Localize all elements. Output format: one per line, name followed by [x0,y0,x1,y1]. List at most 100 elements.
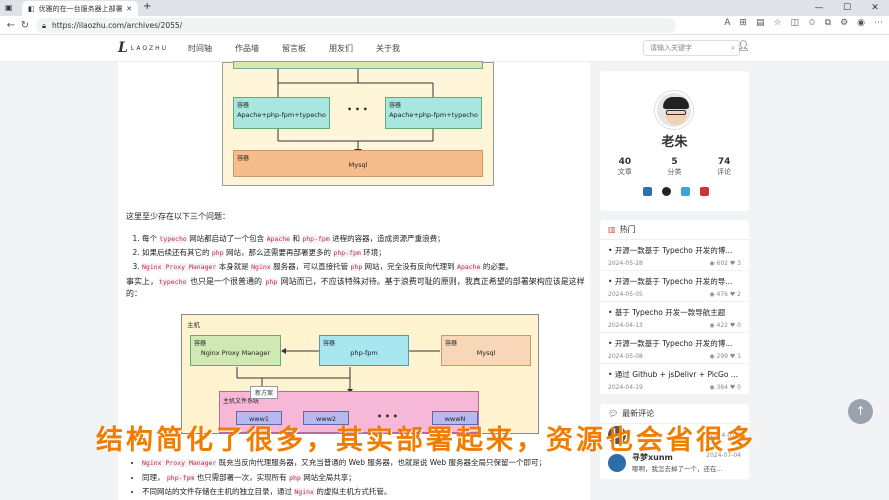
lock-icon: 🔒︎ [42,20,46,30]
diagram-new-architecture: 主机 容器 Nginx Proxy Manager 容器 php-fpm 容器 … [181,314,539,434]
split-screen-icon[interactable]: ◫ [790,18,800,28]
page-favicon-icon: ◧ [28,4,35,13]
diagram-mysql-container: 容器 Mysql [233,150,483,177]
hot-posts-title: ▥ 热门 [600,220,749,240]
tab-title: 优雅的在一台服务器上部署多个 [38,4,123,13]
browser-tab[interactable]: ◧ 优雅的在一台服务器上部署多个 ✕ [22,1,138,16]
nav-guestbook[interactable]: 留言板 [282,44,306,53]
mysql-container: 容器 Mysql [441,335,531,366]
host-label: 主机 [187,321,200,329]
nav-works[interactable]: 作品墙 [235,44,259,53]
diagram-container-2: 容器 Apache+php-fpm+typecho [385,97,482,129]
favorites-icon[interactable]: ✩ [808,18,816,28]
solution-item-3: 不同网站的文件存储在主机的独立目录，通过 Nginx 的虚拟主机方式托管。 [142,485,546,500]
container-text: Nginx Proxy Manager [200,349,271,357]
logo-word: LAOZHU [130,44,169,52]
container-text: php-fpm [350,349,378,357]
favorite-star-icon[interactable]: ☆ [773,18,782,28]
hot-post-item[interactable]: • 通过 Github + jsDelivr + PicGo ... 2024-… [600,364,749,395]
container-label: 容器 [323,340,336,347]
fact-paragraph: 事实上，typecho 也只是一个很普通的 php 网站而已，不应该特殊对待。基… [126,277,585,298]
problem-item-1: 每个 typecho 网站都启动了一个包含 Apache 和 php-fpm 进… [142,232,513,246]
profile-icon[interactable]: ◉ [857,18,865,28]
comment-item[interactable]: 2024-07-0 [600,424,749,446]
maximize-button[interactable]: ☐ [842,3,852,13]
github-icon[interactable] [662,187,671,196]
search-icon[interactable]: ⌕ [731,43,735,52]
tab-actions-icon[interactable]: ▣ [5,3,13,12]
new-tab-button[interactable]: + [143,1,152,12]
chart-icon: ▥ [608,225,616,234]
video-caption-overlay: 结构简化了很多，其实部署起来，资源也会省很多 [96,425,756,456]
back-icon[interactable]: ← [6,19,16,31]
email-icon[interactable] [643,187,652,196]
nav-timeline[interactable]: 时间轴 [188,44,212,53]
container-label: 容器 [389,102,402,109]
container-text: Apache+php-fpm+typecho [237,111,326,119]
container-label: 容器 [237,102,250,109]
www2-box: www2 [303,411,349,425]
solution-list: Nginx Proxy Manager 既充当反向代理服务器，又充当普通的 We… [142,456,546,500]
immersive-reader-icon[interactable]: ▤ [755,18,765,28]
avatar[interactable] [655,91,693,129]
diagram-ellipsis: • • • [377,412,398,421]
diagram-current-architecture: 容器 Apache+php-fpm+typecho • • • 容器 Apach… [222,61,494,186]
diagram-ellipsis: • • • [347,105,368,114]
profile-name: 老朱 [661,135,688,150]
close-window-button[interactable]: ✕ [871,3,879,13]
app-icon[interactable]: ⊞ [739,18,747,28]
refresh-icon[interactable]: ↻ [20,19,30,31]
site-logo[interactable]: L LAOZHU [118,40,168,56]
diagram-container-1: 容器 Apache+php-fpm+typecho [233,97,330,129]
hot-post-item[interactable]: • 基于 Typecho 开发一款导航主题 2024-04-13◉ 422 ♥ … [600,302,749,333]
problems-intro: 这里至少存在以下三个问题： [126,212,230,221]
search-placeholder: 请输入关键字 [650,44,692,52]
close-tab-icon[interactable]: ✕ [126,4,132,13]
minimize-button[interactable]: — [814,3,824,13]
url-text: https://ilaozhu.com/archives/2055/ [52,21,183,30]
hot-post-item[interactable]: • 开源一款基于 Typecho 开发的博... 2024-05-28◉ 602… [600,240,749,271]
more-menu-icon[interactable]: ⋯ [874,18,883,28]
toolbar-icons: A ⊞ ▤ ☆ ◫ ✩ ⧉ ⚙ ◉ ⋯ [724,18,883,28]
container-label: 容器 [237,155,250,162]
user-icon[interactable]: 👤︎ [737,41,750,52]
hot-post-item[interactable]: • 开源一款基于 Typecho 开发的导... 2024-05-05◉ 476… [600,271,749,302]
commenter-avatar [608,453,626,472]
address-row: ← ↻ 🔒︎ https://ilaozhu.com/archives/2055… [0,16,889,35]
site-header: L LAOZHU 时间轴 作品墙 留言板 朋友们 关于我 请输入关键字 ⌕ 👤︎ [0,35,889,62]
window-controls: — ☐ ✕ [805,0,889,16]
container-text: Mysql [476,349,496,357]
read-aloud-icon[interactable]: A [724,18,731,28]
tooltip: 新方案 [250,386,279,399]
extensions-icon[interactable]: ⚙ [840,18,849,28]
logo-mark: L [118,40,128,56]
problems-list: 每个 typecho 网站都启动了一个包含 Apache 和 php-fpm 进… [142,232,513,274]
nav-friends[interactable]: 朋友们 [329,44,353,53]
www1-box: www1 [236,411,282,425]
diagram-top-box [233,61,483,69]
youtube-icon[interactable] [700,187,709,196]
npm-container: 容器 Nginx Proxy Manager [190,335,281,366]
bilibili-icon[interactable] [681,187,690,196]
browser-tabbar: ▣ ◧ 优雅的在一台服务器上部署多个 ✕ + — ☐ ✕ [0,0,889,16]
scroll-to-top-button[interactable]: ↑ [848,399,873,424]
commenter-avatar [608,426,626,444]
hot-post-item[interactable]: • 开源一款基于 Typecho 开发的博... 2024-05-08◉ 299… [600,333,749,364]
solution-item-1: Nginx Proxy Manager 既充当反向代理服务器，又充当普通的 We… [142,456,546,471]
problem-item-3: Nginx Proxy Manager 本身就是 Nginx 服务器，可以直接托… [142,260,513,274]
search-input[interactable]: 请输入关键字 ⌕ [643,40,740,56]
social-links [643,187,709,196]
container-text: Mysql [348,161,368,169]
address-bar[interactable]: 🔒︎ https://ilaozhu.com/archives/2055/ [36,18,676,33]
nav-about[interactable]: 关于我 [376,44,400,53]
container-text: Apache+php-fpm+typecho [389,111,478,119]
collections-icon[interactable]: ⧉ [824,18,832,28]
phpfpm-container: 容器 php-fpm [319,335,409,366]
